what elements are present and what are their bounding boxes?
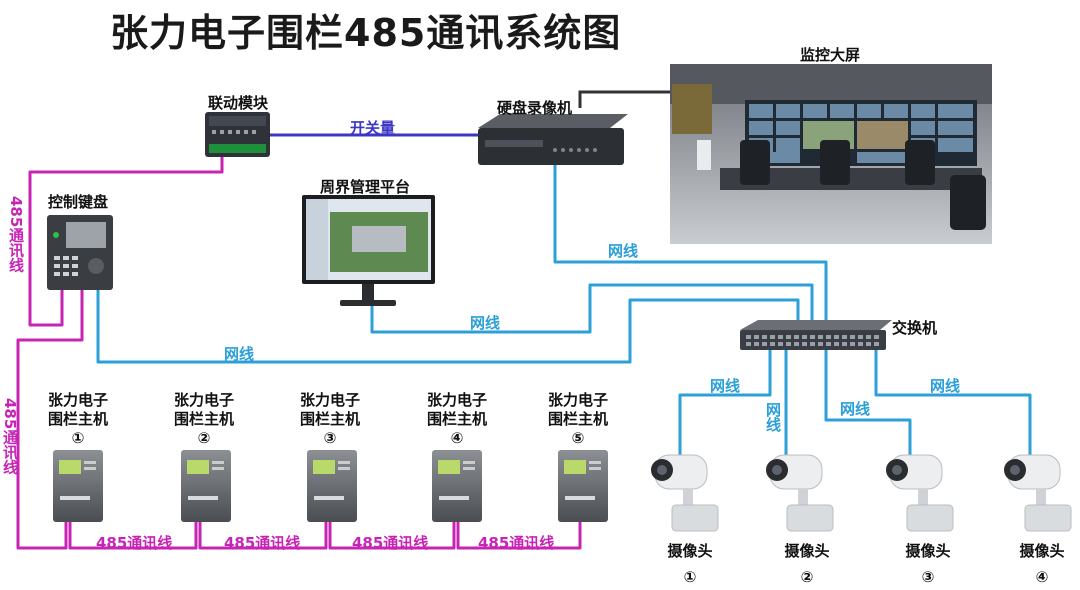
fence-host-device-1	[53, 450, 103, 522]
host-label-line2: 围栏主机	[426, 410, 487, 428]
camera-device-4	[1004, 454, 1072, 532]
host-label-line2: 围栏主机	[173, 410, 234, 428]
camera-device-2	[766, 454, 834, 532]
label-keyboard: 控制键盘	[48, 193, 109, 211]
fence-host-device-4	[432, 450, 482, 522]
keyboard-device	[47, 215, 113, 290]
host-label-line1: 张力电子	[547, 391, 608, 409]
rs485-host1-host2	[68, 522, 198, 550]
label-linkage-module: 联动模块	[208, 94, 269, 112]
camera-label-text: 摄像头	[667, 542, 713, 560]
video-wall-tiles	[749, 104, 973, 163]
host-number: ④	[450, 429, 464, 447]
label-rs485-4-5: 485通讯线	[478, 534, 555, 552]
host-number: ⑤	[571, 429, 585, 447]
label-network-platform: 网线	[470, 314, 501, 332]
label-rs485-3-4: 485通讯线	[352, 534, 429, 552]
label-network-cam2: 网线	[764, 402, 782, 432]
label-network-keyboard: 网线	[224, 345, 255, 363]
rs485-module-keyboard	[28, 150, 224, 327]
rs485-cables	[16, 150, 582, 550]
host-number: ③	[323, 429, 337, 447]
cable-cam-4	[874, 350, 1032, 455]
camera-number: ③	[921, 568, 935, 586]
host-label-5: 张力电子 围栏主机 ⑤	[540, 391, 616, 448]
cable-keyboard-switch	[96, 290, 800, 364]
cable-nvr-screen	[578, 90, 670, 108]
host-label-4: 张力电子 围栏主机 ④	[419, 391, 495, 448]
host-label-line2: 围栏主机	[547, 410, 608, 428]
host-label-line1: 张力电子	[47, 391, 108, 409]
label-platform: 周界管理平台	[320, 178, 411, 196]
host-label-line2: 围栏主机	[47, 410, 108, 428]
cable-nvr-switch	[553, 165, 828, 320]
camera-label-text: 摄像头	[1019, 542, 1065, 560]
label-rs485-left-lower: 485通讯线	[1, 398, 19, 475]
host-label-2: 张力电子 围栏主机 ②	[166, 391, 242, 448]
camera-device-1	[651, 454, 719, 532]
label-network-cam4: 网线	[930, 377, 961, 395]
host-label-line1: 张力电子	[426, 391, 487, 409]
camera-label-text: 摄像头	[784, 542, 830, 560]
cable-cam-3	[824, 350, 912, 455]
host-label-1: 张力电子 围栏主机 ①	[40, 391, 116, 448]
fence-host-devices	[53, 450, 608, 522]
host-label-line1: 张力电子	[173, 391, 234, 409]
label-big-screen: 监控大屏	[800, 46, 861, 64]
label-rs485-left-upper: 485通讯线	[7, 196, 25, 273]
cable-cam-1	[678, 350, 772, 455]
fence-host-device-2	[181, 450, 231, 522]
label-rs485-2-3: 485通讯线	[224, 534, 301, 552]
network-cables	[96, 165, 1032, 455]
label-network-cam3: 网线	[840, 400, 871, 418]
host-number: ②	[197, 429, 211, 447]
label-network-cam1: 网线	[710, 377, 741, 395]
host-label-line1: 张力电子	[299, 391, 360, 409]
fence-host-device-5	[558, 450, 608, 522]
camera-label-2: 摄像头 ②	[775, 538, 839, 590]
control-room-image	[670, 64, 992, 244]
label-switch-io: 开关量	[350, 119, 396, 137]
rs485-host2-host3	[198, 522, 328, 550]
camera-number: ②	[800, 568, 814, 586]
nvr-device	[478, 114, 628, 165]
fence-host-device-3	[307, 450, 357, 522]
label-switch: 交换机	[892, 319, 938, 337]
camera-devices	[651, 454, 1072, 532]
rs485-keyboard-host1	[16, 290, 84, 550]
label-network-nvr: 网线	[608, 242, 639, 260]
linkage-module-device	[205, 112, 270, 157]
rs485-host3-host4	[328, 522, 456, 550]
camera-label-3: 摄像头 ③	[896, 538, 960, 590]
label-rs485-1-2: 485通讯线	[96, 534, 173, 552]
host-label-line2: 围栏主机	[299, 410, 360, 428]
label-nvr: 硬盘录像机	[497, 99, 573, 117]
cable-platform-switch	[370, 283, 814, 334]
camera-label-text: 摄像头	[905, 542, 951, 560]
camera-label-1: 摄像头 ①	[658, 538, 722, 590]
host-label-3: 张力电子 围栏主机 ③	[292, 391, 368, 448]
camera-label-4: 摄像头 ④	[1010, 538, 1074, 590]
diagram-title: 张力电子围栏485通讯系统图	[110, 11, 622, 55]
camera-device-3	[886, 454, 954, 532]
camera-number: ④	[1035, 568, 1049, 586]
host-number: ①	[71, 429, 85, 447]
camera-number: ①	[683, 568, 697, 586]
platform-monitor-device	[302, 195, 435, 306]
switch-device	[740, 320, 892, 350]
rs485-host4-host5	[456, 522, 582, 550]
